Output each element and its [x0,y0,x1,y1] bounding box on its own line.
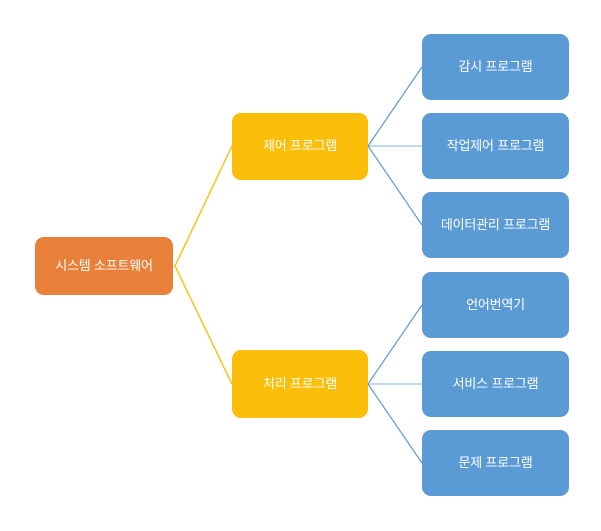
node-leaf-문제-프로그램-label: 문제 프로그램 [458,454,533,470]
node-leaf-언어번역기-label: 언어번역기 [466,296,525,312]
node-leaf-데이터관리-프로그램-label: 데이터관리 프로그램 [440,216,551,232]
node-branch-제어-프로그램-label: 제어 프로그램 [263,138,337,154]
connector-control-to-monitor [367,66,423,147]
node-branch-제어-프로그램[interactable]: 제어 프로그램 [232,113,368,180]
connector-control-to-datamgmt [367,145,423,226]
node-leaf-감시-프로그램[interactable]: 감시 프로그램 [422,34,569,100]
node-leaf-문제-프로그램[interactable]: 문제 프로그램 [422,430,569,496]
node-root-시스템-소프트웨어[interactable]: 시스템 소프트웨어 [35,237,173,295]
node-leaf-작업제어-프로그램[interactable]: 작업제어 프로그램 [422,113,569,179]
node-leaf-언어번역기[interactable]: 언어번역기 [422,272,569,338]
connector-process-to-translator [367,304,423,385]
node-root-시스템-소프트웨어-label: 시스템 소프트웨어 [55,257,153,273]
node-leaf-서비스-프로그램[interactable]: 서비스 프로그램 [422,351,569,417]
connector-root-to-process [174,265,233,385]
node-branch-처리-프로그램[interactable]: 처리 프로그램 [232,350,368,418]
node-leaf-작업제어-프로그램-label: 작업제어 프로그램 [446,137,545,153]
node-leaf-감시-프로그램-label: 감시 프로그램 [458,58,533,74]
node-leaf-데이터관리-프로그램[interactable]: 데이터관리 프로그램 [422,192,569,258]
node-branch-처리-프로그램-label: 처리 프로그램 [263,375,337,391]
connector-process-to-problem [367,383,423,464]
node-leaf-서비스-프로그램-label: 서비스 프로그램 [452,375,539,391]
connector-root-to-control [174,145,233,267]
